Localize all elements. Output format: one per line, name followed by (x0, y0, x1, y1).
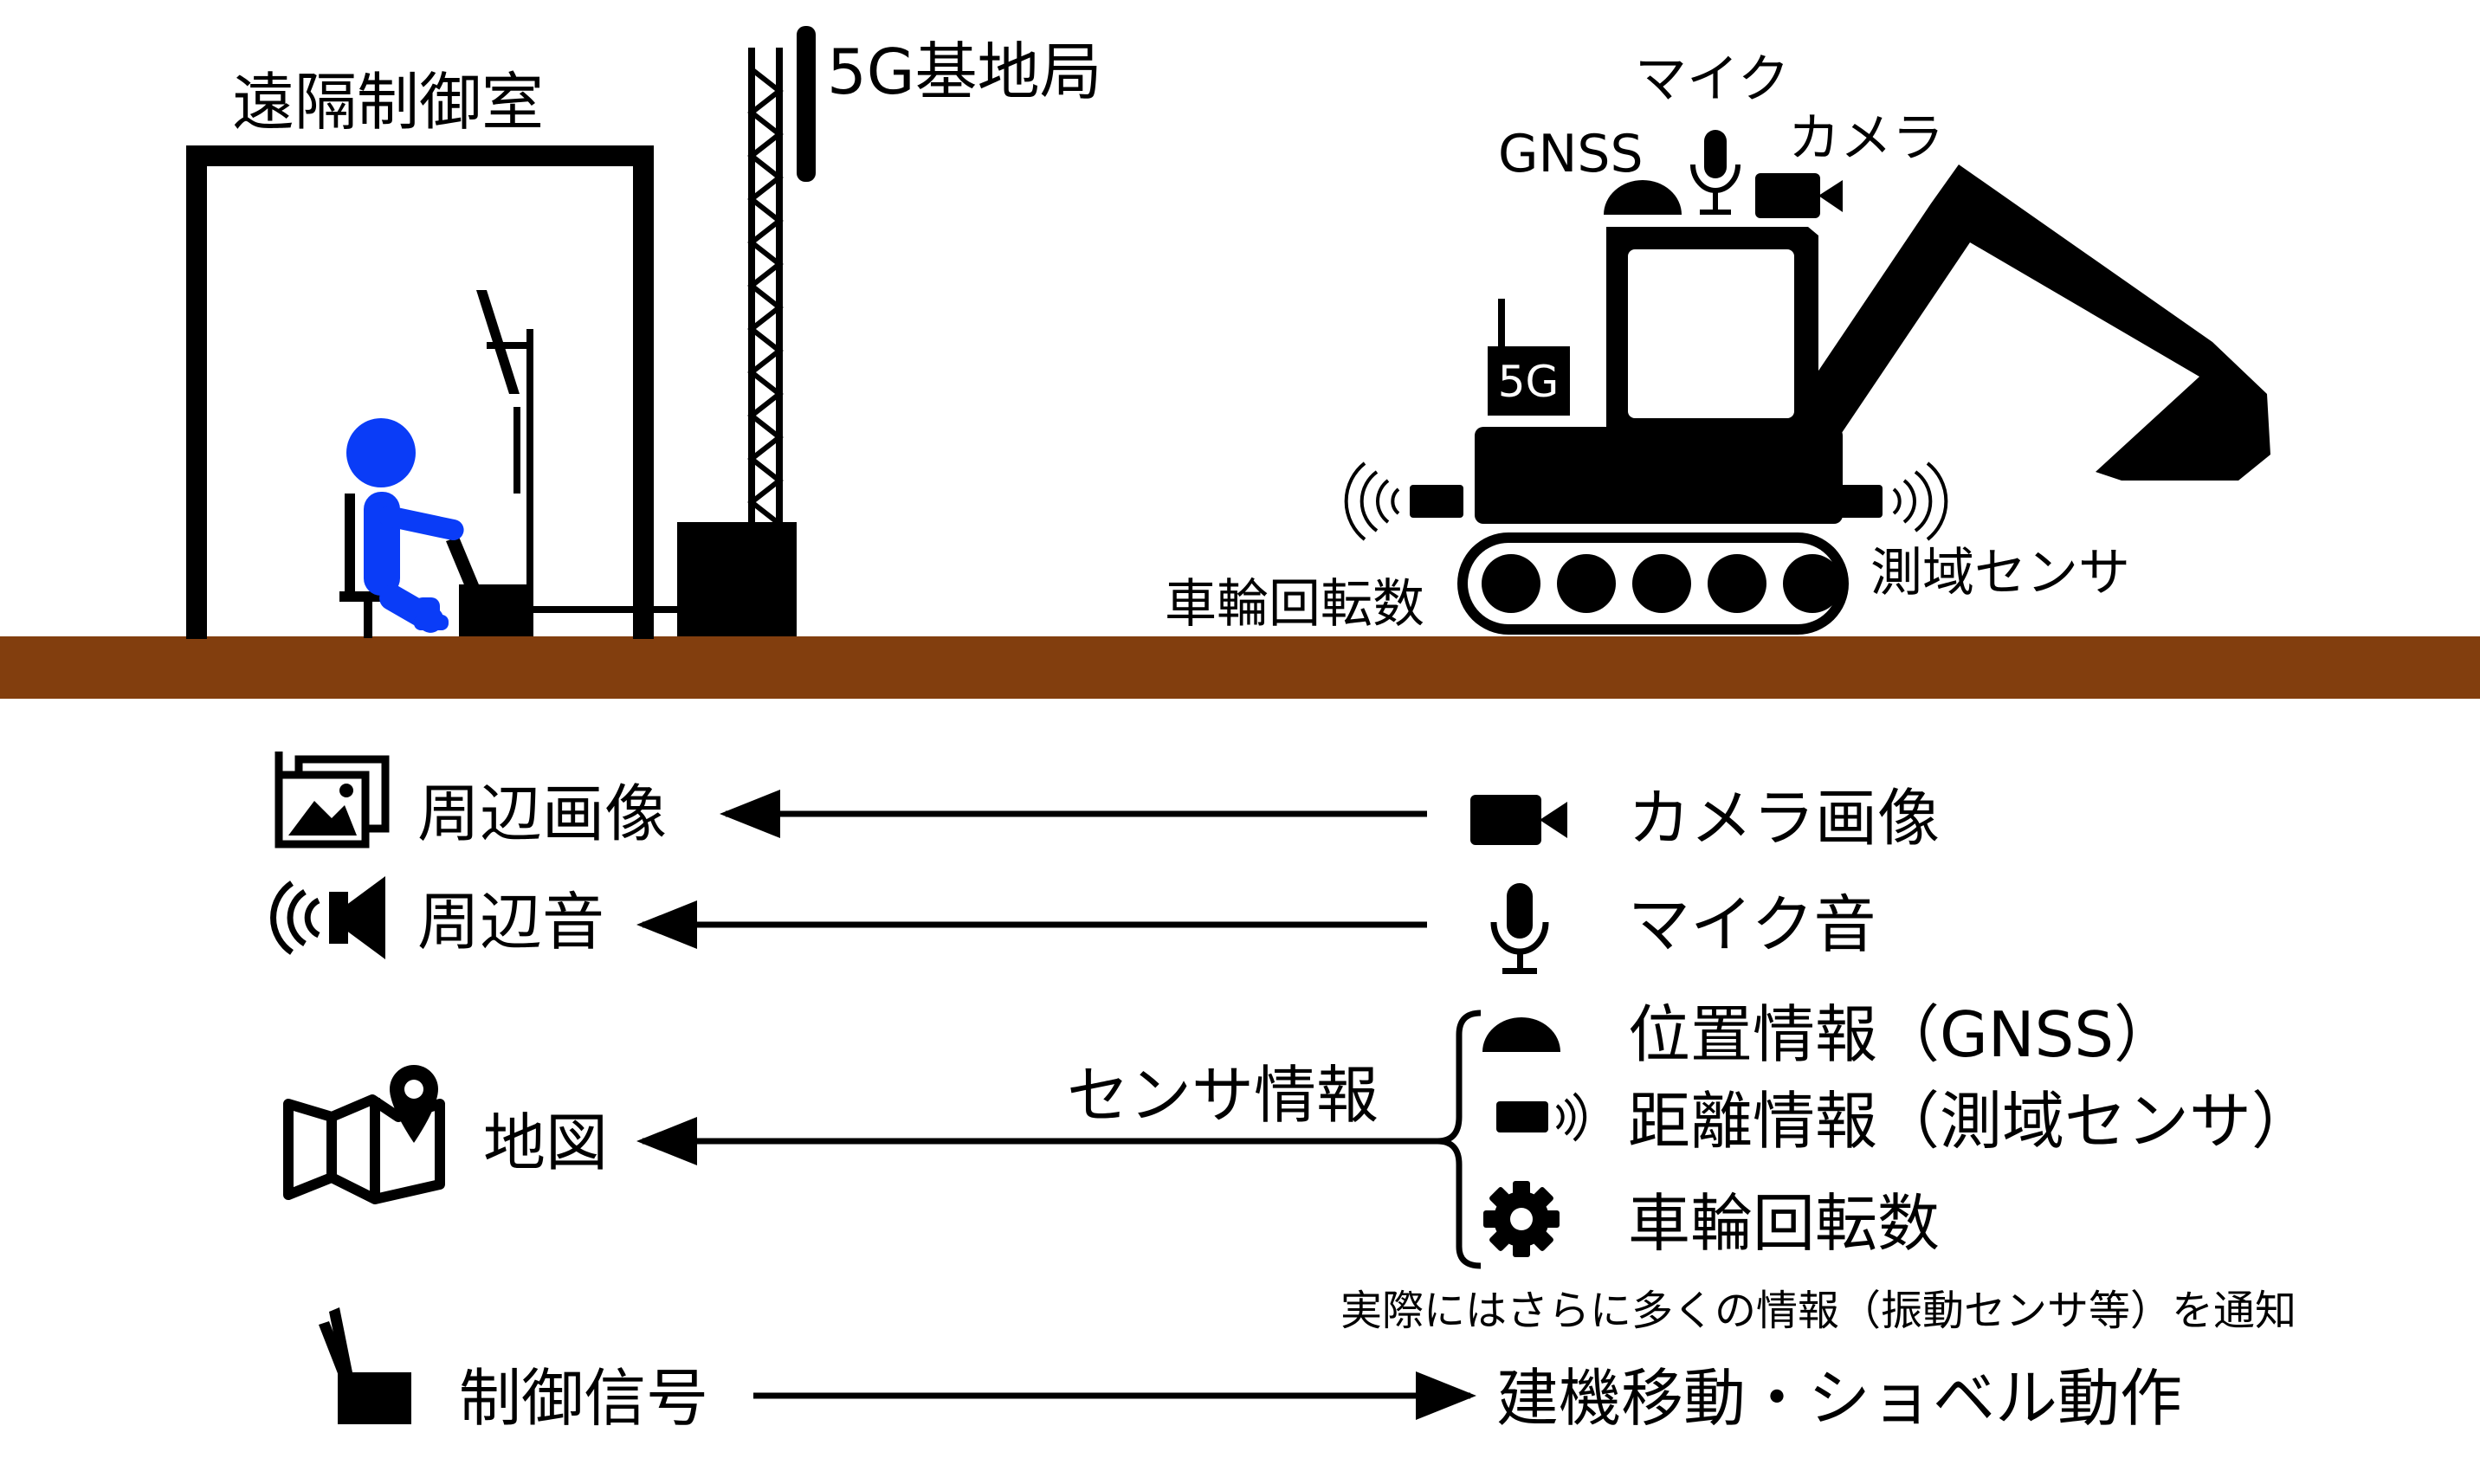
map-label: 地図 (483, 1107, 608, 1179)
mic-sound-label: マイク音 (1628, 888, 1876, 961)
range-sensor-icon (1496, 1092, 1587, 1142)
control-room-label: 遠隔制御室 (232, 66, 544, 139)
range-sensor-label: 測域センサ (1870, 543, 2130, 603)
operator-console (446, 290, 680, 636)
control-room: 遠隔制御室 (186, 66, 654, 639)
gnss-dome-icon (1604, 180, 1682, 215)
wheel-rotation-label: 車輪回転数 (1165, 574, 1424, 635)
microphone-icon (1490, 883, 1549, 974)
video-camera-icon (1755, 173, 1843, 218)
camera-image-label: カメラ画像 (1628, 782, 1940, 855)
sensor-info-label: センサ情報 (1067, 1059, 1379, 1132)
base-station-tower: 5G基地局 (677, 26, 1102, 636)
video-camera-icon (1470, 795, 1567, 845)
position-info-label: 位置情報（GNSS） (1628, 998, 2176, 1071)
range-sensor-waves-left (1344, 461, 1400, 541)
camera-label: カメラ (1788, 108, 1944, 169)
operator-person-icon (346, 418, 464, 633)
gnss-label: GNSS (1498, 124, 1644, 184)
mic-label: マイク (1635, 49, 1790, 110)
control-signal-label: 制御信号 (459, 1362, 708, 1435)
sensor-group-brace (1437, 1010, 1482, 1269)
image-gallery-icon (274, 752, 390, 848)
gnss-dome-icon (1482, 1017, 1560, 1052)
distance-info-label: 距離情報（測域センサ） (1628, 1085, 2314, 1158)
microphone-icon (1690, 130, 1741, 215)
range-sensor-icon (1410, 485, 1463, 518)
ground (0, 636, 2480, 699)
track-wheels (1482, 554, 1842, 613)
range-sensor-icon (1829, 485, 1883, 518)
base-station-label: 5G基地局 (827, 35, 1102, 108)
surrounding-sound-label: 周辺音 (417, 886, 604, 958)
joystick-icon (319, 1307, 411, 1424)
wheel-rotation-info-label: 車輪回転数 (1628, 1187, 1940, 1260)
additional-info-note: 実際にはさらに多くの情報（振動センサ等）を通知 (1340, 1287, 2296, 1335)
speaker-icon (270, 876, 385, 959)
map-pin-icon (283, 1065, 445, 1204)
surrounding-image-label: 周辺画像 (417, 777, 667, 850)
excavator-5g-badge: 5G (1498, 357, 1560, 407)
range-sensor-waves-right (1892, 461, 1948, 541)
gear-icon (1483, 1181, 1560, 1257)
ground-cable (654, 606, 680, 613)
machine-action-label: 建機移動・ショベル動作 (1496, 1362, 2182, 1435)
excavator: 5G (1165, 49, 2270, 635)
